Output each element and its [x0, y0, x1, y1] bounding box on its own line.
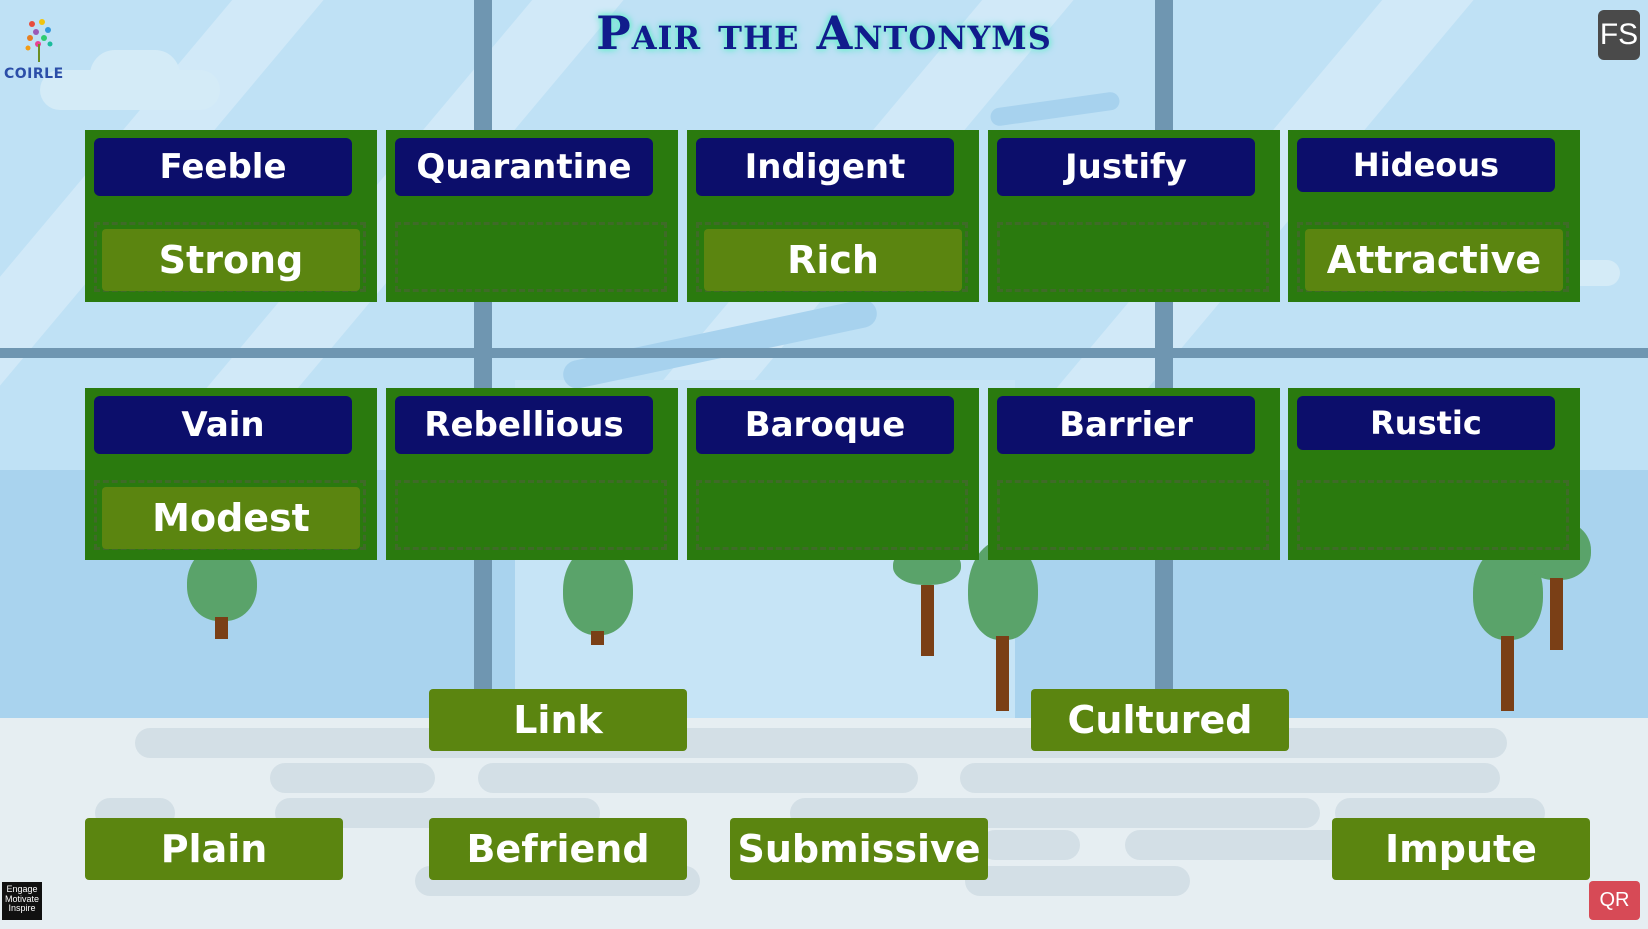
- badge-line: Engage: [6, 884, 38, 894]
- pair-card-10: Rustic: [1288, 388, 1580, 560]
- badge-line: Motivate: [4, 893, 39, 904]
- pair-card-3: Indigent Rich: [687, 130, 979, 302]
- window-frame: [0, 348, 1648, 358]
- fullscreen-button[interactable]: FS: [1598, 10, 1640, 60]
- logo: COIRLE: [4, 10, 74, 86]
- option-tile-link[interactable]: Link: [429, 689, 687, 751]
- drop-slot[interactable]: [997, 222, 1269, 292]
- logo-text: COIRLE: [4, 66, 64, 82]
- pair-card-8: Baroque: [687, 388, 979, 560]
- floor-stripe: [478, 763, 918, 793]
- placed-answer-tile[interactable]: Modest: [102, 487, 360, 549]
- option-tile-plain[interactable]: Plain: [85, 818, 343, 880]
- placed-answer-tile[interactable]: Attractive: [1305, 229, 1563, 291]
- target-word: Feeble: [94, 138, 352, 196]
- target-word: Hideous: [1297, 138, 1555, 192]
- engage-motivate-inspire-badge: Engage Motivate Inspire: [2, 882, 42, 920]
- target-word: Vain: [94, 396, 352, 454]
- pair-card-1: Feeble Strong: [85, 130, 377, 302]
- drop-slot[interactable]: [395, 222, 667, 292]
- option-tile-submissive[interactable]: Submissive: [730, 818, 988, 880]
- pair-card-6: Vain Modest: [85, 388, 377, 560]
- pair-card-4: Justify: [988, 130, 1280, 302]
- window-frame: [474, 0, 492, 720]
- target-word: Quarantine: [395, 138, 653, 196]
- pair-card-7: Rebellious: [386, 388, 678, 560]
- target-word: Rustic: [1297, 396, 1555, 450]
- option-tile-befriend[interactable]: Befriend: [429, 818, 687, 880]
- floor-stripe: [270, 763, 435, 793]
- pair-card-5: Hideous Attractive: [1288, 130, 1580, 302]
- pair-card-2: Quarantine: [386, 130, 678, 302]
- placed-answer-tile[interactable]: Strong: [102, 229, 360, 291]
- drop-slot[interactable]: [997, 480, 1269, 550]
- badge-line: Inspire: [8, 903, 36, 913]
- cloud: [90, 50, 180, 100]
- target-word: Justify: [997, 138, 1255, 196]
- window-frame: [1155, 0, 1173, 720]
- floor-stripe: [980, 830, 1080, 860]
- drop-slot[interactable]: [395, 480, 667, 550]
- target-word: Baroque: [696, 396, 954, 454]
- page-title: Pair the Antonyms: [596, 6, 1052, 60]
- qr-button[interactable]: QR: [1589, 881, 1640, 920]
- placed-answer-tile[interactable]: Rich: [704, 229, 962, 291]
- target-word: Barrier: [997, 396, 1255, 454]
- drop-slot[interactable]: [696, 480, 968, 550]
- flower-logo-icon: [25, 19, 53, 62]
- pair-card-9: Barrier: [988, 388, 1280, 560]
- floor-stripe: [965, 866, 1190, 896]
- target-word: Rebellious: [395, 396, 653, 454]
- option-tile-cultured[interactable]: Cultured: [1031, 689, 1289, 751]
- floor-stripe: [960, 763, 1500, 793]
- floor-stripe: [135, 728, 1507, 758]
- drop-slot[interactable]: [1297, 480, 1569, 550]
- option-tile-impute[interactable]: Impute: [1332, 818, 1590, 880]
- target-word: Indigent: [696, 138, 954, 196]
